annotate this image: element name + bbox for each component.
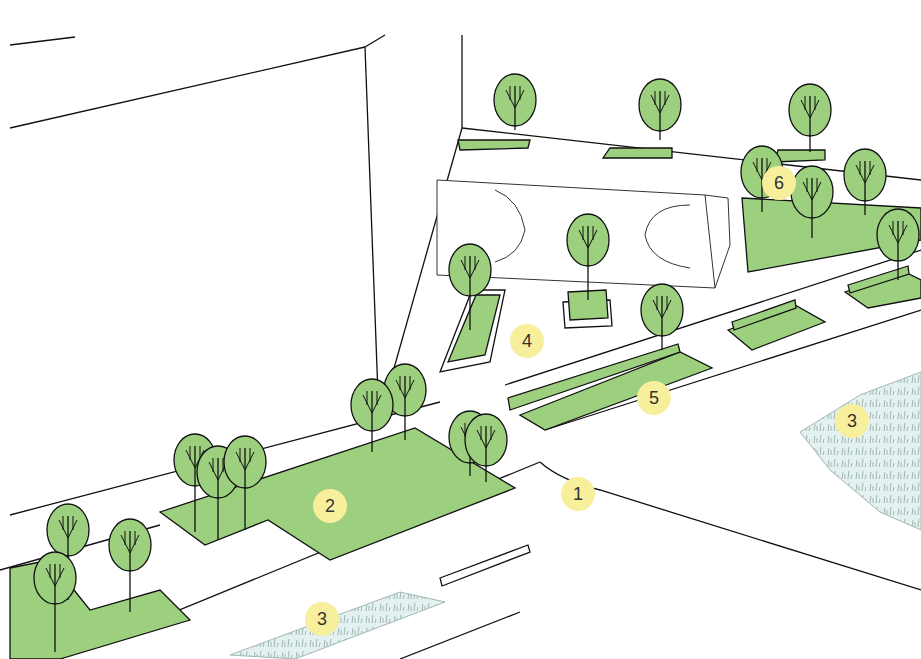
tree — [109, 519, 151, 612]
tree — [494, 74, 536, 130]
tree — [641, 284, 683, 350]
callout-number: 3 — [305, 602, 339, 636]
tree — [224, 436, 266, 530]
callout-number: 3 — [835, 404, 869, 438]
tree — [351, 379, 393, 452]
tree — [34, 552, 76, 652]
tree — [465, 414, 507, 482]
tree — [449, 244, 491, 330]
callout-number: 6 — [762, 166, 796, 200]
tree — [877, 209, 919, 280]
tree — [639, 79, 681, 140]
callout-number: 1 — [561, 477, 595, 511]
tree — [567, 214, 609, 300]
tree — [844, 149, 886, 215]
callout-number: 2 — [313, 489, 347, 523]
tree — [789, 84, 831, 152]
callout-number: 5 — [637, 381, 671, 415]
callout-number: 4 — [510, 324, 544, 358]
tree — [791, 166, 833, 238]
